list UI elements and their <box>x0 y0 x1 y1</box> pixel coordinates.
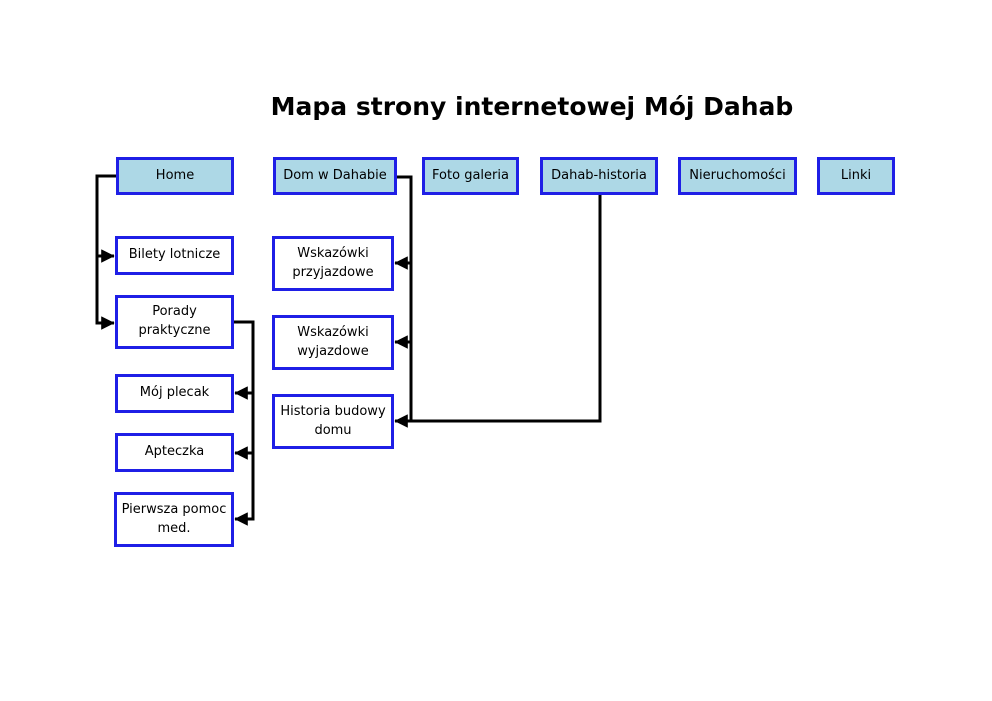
node-dom-w-dahabie: Dom w Dahabie <box>273 157 397 195</box>
node-moj-plecak: Mój plecak <box>115 374 234 413</box>
node-wskazowki-przyjazdowe: Wskazówki przyjazdowe <box>272 236 394 291</box>
connector-dahab-historia-to-historia-budowy-domu <box>410 195 602 423</box>
node-porady-praktyczne: Porady praktyczne <box>115 295 234 349</box>
node-label: Dahab-historia <box>551 167 647 183</box>
node-label: Dom w Dahabie <box>283 167 387 183</box>
node-home: Home <box>116 157 234 195</box>
node-label: Linki <box>840 167 872 183</box>
connector-dom-w-dahabie-to-wskazowki-przyjazdowe <box>394 175 413 270</box>
node-label: Bilety lotnicze <box>128 247 221 263</box>
connector-home-to-porady-praktyczne <box>95 256 115 330</box>
node-bilety-lotnicze: Bilety lotnicze <box>115 236 234 275</box>
node-label: Mój plecak <box>139 385 210 401</box>
node-foto-galeria: Foto galeria <box>422 157 519 195</box>
node-label: Historia budowy domu <box>280 403 386 438</box>
connector-porady-praktyczne-to-apteczka <box>234 393 255 460</box>
node-pierwsza-pomoc-med: Pierwsza pomoc med. <box>114 492 234 547</box>
node-historia-budowy-domu: Historia budowy domu <box>272 394 394 449</box>
node-label: Home <box>155 167 195 183</box>
node-label: Foto galeria <box>432 167 509 183</box>
node-linki: Linki <box>817 157 895 195</box>
node-label: Nieruchomości <box>689 167 786 183</box>
node-dahab-historia: Dahab-historia <box>540 157 658 195</box>
connector-porady-praktyczne-to-moj-plecak <box>234 320 255 400</box>
node-wskazowki-wyjazdowe: Wskazówki wyjazdowe <box>272 315 394 370</box>
node-label: Wskazówki wyjazdowe <box>297 324 369 359</box>
node-label: Apteczka <box>144 444 205 460</box>
node-label: Pierwsza pomoc med. <box>121 501 227 536</box>
node-apteczka: Apteczka <box>115 433 234 472</box>
node-label: Porady praktyczne <box>138 304 211 338</box>
node-label: Wskazówki przyjazdowe <box>292 245 374 280</box>
connector-porady-praktyczne-to-pierwsza-pomoc-med <box>234 453 255 526</box>
connector-dom-w-dahabie-to-wskazowki-wyjazdowe <box>394 263 413 349</box>
connector-dom-w-dahabie-to-historia-budowy-domu <box>394 342 413 428</box>
diagram-title: Mapa strony internetowej Mój Dahab <box>270 92 794 121</box>
connector-home-to-bilety-lotnicze <box>95 174 116 263</box>
node-nieruchomosci: Nieruchomości <box>678 157 797 195</box>
